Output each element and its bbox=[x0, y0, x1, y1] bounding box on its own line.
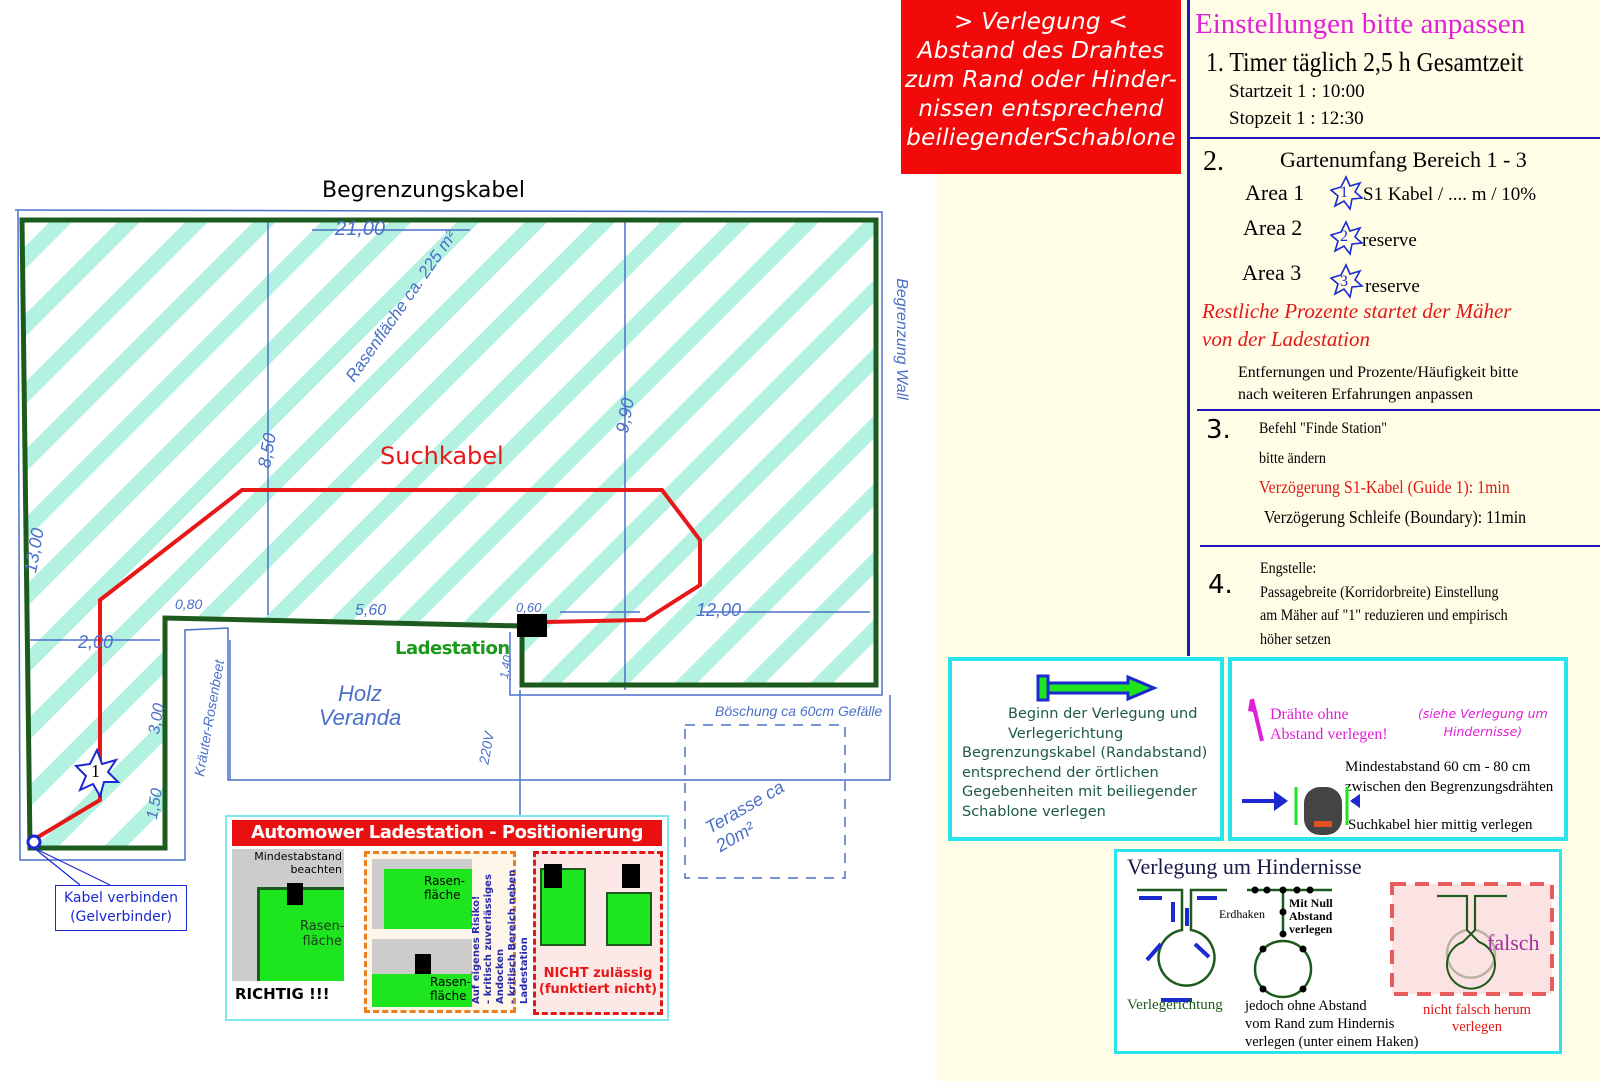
laying-line: beiliegenderSchablone bbox=[906, 125, 1176, 151]
not-allowed-note: NICHT zulässig(funktiert nicht) bbox=[538, 966, 658, 997]
area-1-label: 1 bbox=[91, 761, 100, 781]
connector-note: Kabel verbinden (Gelverbinder) bbox=[55, 885, 187, 931]
dim-1200: 12,00 bbox=[696, 600, 742, 620]
dim-080: 0,80 bbox=[175, 596, 203, 612]
lawn-label: fläche bbox=[424, 888, 461, 902]
lawn-hatch bbox=[22, 220, 876, 848]
area-stars bbox=[1330, 175, 1364, 299]
obstacle-diagrams bbox=[1137, 882, 1554, 1002]
area-2-star-icon: 2 bbox=[1340, 228, 1348, 245]
area-3-text: reserve bbox=[1365, 276, 1420, 297]
station-positioning-panel: Automower Ladestation - Positionierung M… bbox=[225, 815, 669, 1021]
stop-time: Stopzeit 1 : 12:30 bbox=[1229, 108, 1364, 129]
laying-line: nissen entsprechend bbox=[918, 96, 1164, 122]
charging-station bbox=[517, 614, 547, 637]
area-2-label: Area 2 bbox=[1243, 215, 1303, 240]
laying-line: Abstand des Drahtes bbox=[917, 38, 1165, 64]
obstacle-panel: Verlegung um Hindernisse falsch Erdhaken… bbox=[1114, 849, 1562, 1054]
area-1-label: Area 1 bbox=[1245, 180, 1305, 205]
adjust-note: Entfernungen und Prozente/Häufigkeit bit… bbox=[1238, 364, 1519, 403]
lawn-label: Rasen-fläche bbox=[300, 919, 345, 949]
dim-top: 21,00 bbox=[335, 218, 386, 240]
divider bbox=[1188, 137, 1600, 139]
sketch-lines bbox=[14, 209, 891, 879]
laying-instructions: > Verlegung < Abstand des Drahtes zum Ra… bbox=[901, 0, 1181, 174]
connector-point bbox=[26, 834, 42, 850]
guide-center-note: Suchkabel hier mittig verlegen bbox=[1348, 817, 1533, 833]
dim-2: 2,00 bbox=[78, 632, 114, 652]
settings-title: Einstellungen bitte anpassen bbox=[1195, 8, 1526, 40]
slope-note: Böschung ca 60cm Gefälle bbox=[715, 703, 883, 719]
area-1-text: S1 Kabel / .... m / 10% bbox=[1363, 184, 1537, 205]
guide-label: Suchkabel bbox=[380, 442, 504, 470]
narrow-passage-note: Engstelle:Passagebreite (Korridorbreite)… bbox=[1260, 560, 1508, 648]
laying-line: > Verlegung < bbox=[954, 9, 1128, 35]
lawn-label: Rasen- bbox=[430, 975, 471, 989]
direction-label: Verlegerichtung bbox=[1127, 997, 1223, 1013]
area-3-label: Area 3 bbox=[1242, 260, 1302, 285]
start-arrow-icon bbox=[1036, 674, 1158, 702]
not-allowed-examples: NICHT zulässig(funktiert nicht) bbox=[533, 851, 663, 1015]
connector-note-line: Kabel verbinden bbox=[63, 890, 179, 906]
timer-heading: 1. Timer täglich 2,5 h Gesamtzeit bbox=[1206, 47, 1524, 77]
boundary-label: Begrenzungskabel bbox=[322, 178, 525, 203]
guide-delay: Verzögerung S1-Kabel (Guide 1): 1min bbox=[1259, 477, 1510, 497]
divider bbox=[1197, 409, 1600, 411]
please-change: bitte ändern bbox=[1259, 450, 1326, 467]
find-station-cmd: Befehl "Finde Station" bbox=[1259, 420, 1388, 437]
dim-060: 0,60 bbox=[516, 600, 542, 615]
area-1-star bbox=[73, 747, 121, 799]
dim-560: 5,60 bbox=[355, 602, 387, 619]
area-1-star-icon: 1 bbox=[1340, 184, 1348, 201]
garden-plan bbox=[14, 209, 891, 886]
risk-examples: Rasen-fläche Rasen-fläche Auf eigenes Ri… bbox=[364, 851, 530, 1013]
wall-note: Begrenzung Wall bbox=[892, 278, 910, 400]
pink-arrow-icon bbox=[1248, 698, 1264, 742]
mower-icon bbox=[1242, 787, 1360, 835]
hook-label: Erdhaken bbox=[1219, 907, 1265, 921]
divider bbox=[1200, 545, 1600, 547]
section-3-number: 3. bbox=[1206, 415, 1231, 445]
risk-note: Auf eigenes Risiko!- kritisch zuverlässi… bbox=[471, 869, 530, 1004]
veranda: Holz Veranda bbox=[318, 681, 402, 730]
wrong-label: falsch bbox=[1487, 930, 1540, 955]
boundary-delay: Verzögerung Schleife (Boundary): 11min bbox=[1264, 507, 1527, 527]
guide-wire bbox=[31, 488, 702, 842]
obstacle-title: Verlegung um Hindernisse bbox=[1127, 854, 1362, 879]
section-4-number: 4. bbox=[1208, 570, 1233, 600]
connector-note-line: (Gelverbinder) bbox=[70, 909, 172, 925]
laying-line: zum Rand oder Hinder- bbox=[904, 67, 1178, 93]
garden-heading: Gartenumfang Bereich 1 - 3 bbox=[1280, 147, 1527, 172]
station-label: Ladestation bbox=[395, 638, 510, 659]
start-time: Startzeit 1 : 10:00 bbox=[1229, 81, 1365, 102]
area-3-star-icon: 3 bbox=[1340, 273, 1348, 290]
section-2-number: 2. bbox=[1203, 146, 1224, 177]
divider bbox=[1187, 0, 1190, 656]
lawn-label: Rasen- bbox=[424, 874, 465, 888]
area-2-text: reserve bbox=[1362, 230, 1417, 251]
positioning-title: Automower Ladestation - Positionierung bbox=[232, 820, 662, 846]
correct-label: RICHTIG !!! bbox=[235, 985, 330, 1003]
lawn-label: fläche bbox=[430, 989, 467, 1003]
